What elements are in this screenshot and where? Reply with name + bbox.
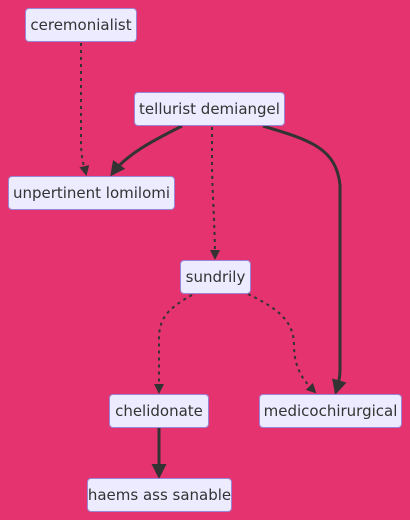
edge-sundrily-to-medicochirurgical (247, 293, 317, 394)
edge-ceremonialist-to-unpertinent-lomilomi (79, 43, 90, 176)
node-haems-ass-sanable[interactable]: haems ass sanable (87, 478, 232, 512)
node-label: haems ass sanable (87, 486, 232, 504)
node-sundrily[interactable]: sundrily (180, 260, 251, 294)
node-label: tellurist demiangel (139, 100, 280, 118)
node-label: medicochirurgical (263, 402, 398, 420)
edge-sundrily-to-chelidonate (154, 294, 193, 394)
node-medicochirurgical[interactable]: medicochirurgical (259, 394, 402, 428)
node-chelidonate[interactable]: chelidonate (109, 394, 209, 428)
node-label: ceremonialist (30, 16, 132, 34)
edge-tellurist-demiangel-to-unpertinent-lomilomi (110, 124, 183, 177)
node-label: unpertinent lomilomi (12, 184, 171, 202)
node-label: chelidonate (115, 402, 203, 420)
node-tellurist-demiangel[interactable]: tellurist demiangel (134, 92, 285, 126)
node-unpertinent-lomilomi[interactable]: unpertinent lomilomi (8, 176, 175, 210)
edge-tellurist-demiangel-to-sundrily (209, 127, 220, 260)
node-label: sundrily (185, 268, 246, 286)
edge-tellurist-demiangel-to-medicochirurgical (262, 124, 347, 395)
node-ceremonialist[interactable]: ceremonialist (25, 8, 137, 42)
